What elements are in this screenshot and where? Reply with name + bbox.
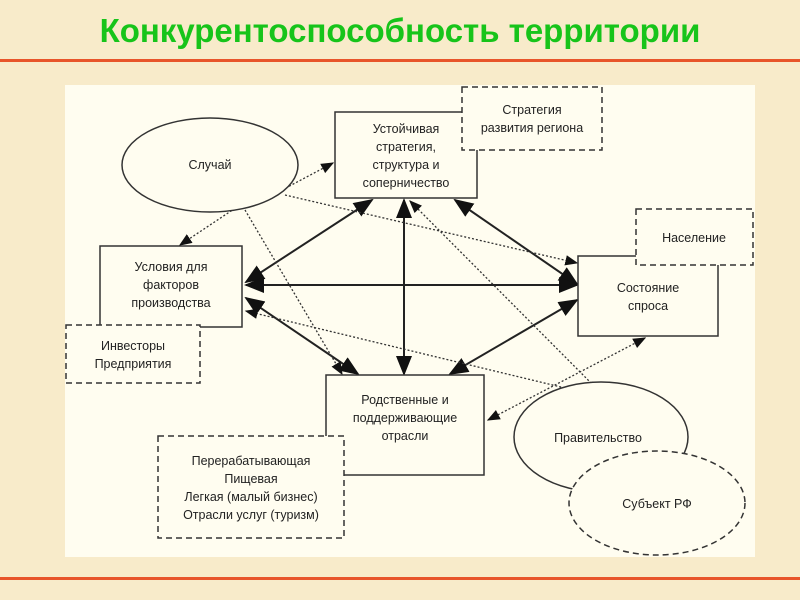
- industries-label-4: Отрасли услуг (туризм): [183, 508, 319, 522]
- strategy-label-3: структура и: [373, 158, 440, 172]
- node-factors: [99, 245, 243, 328]
- strategy-label-2: стратегия,: [376, 140, 436, 154]
- subject-label: Субъект РФ: [622, 497, 691, 511]
- dotted-chance-related: [244, 209, 343, 376]
- factors-label-3: производства: [131, 296, 210, 310]
- node-investors: [65, 324, 201, 384]
- dotted-demand-related: [486, 337, 647, 421]
- dotted-government-strategy: [409, 200, 601, 393]
- node-region-strategy: [461, 86, 603, 151]
- related-label-3: отрасли: [382, 429, 429, 443]
- related-label-1: Родственные и: [361, 393, 448, 407]
- factors-label-2: факторов: [143, 278, 199, 292]
- node-strategy: [334, 111, 478, 199]
- population-label: Население: [662, 231, 726, 245]
- arrow-related-demand: [448, 298, 579, 376]
- related-label-2: поддерживающие: [353, 411, 457, 425]
- region-strategy-label-2: развития региона: [481, 121, 583, 135]
- page-title: Конкурентоспособность территории: [99, 12, 701, 49]
- dotted-chance-demand: [284, 194, 579, 266]
- investors-label-1: Инвесторы: [101, 339, 165, 353]
- arrow-strategy-demand: [453, 198, 579, 286]
- arrow-factors-related: [244, 296, 360, 376]
- strategy-label-1: Устойчивая: [373, 122, 440, 136]
- region-strategy-label-1: Стратегия: [502, 103, 561, 117]
- demand-label-1: Состояние: [617, 281, 679, 295]
- node-chance: [121, 117, 299, 213]
- node-population: [635, 208, 754, 266]
- factors-label-1: Условия для: [135, 260, 208, 274]
- dotted-government-factors: [244, 308, 566, 389]
- footer-divider: [0, 577, 800, 580]
- node-industries: [157, 435, 345, 539]
- node-subject: [568, 450, 746, 556]
- dotted-chance-strategy: [281, 162, 335, 191]
- industries-label-2: Пищевая: [224, 472, 277, 486]
- node-related: [325, 374, 485, 476]
- dotted-chance-factors: [178, 194, 256, 246]
- industries-label-1: Перерабатывающая: [192, 454, 311, 468]
- node-demand: [577, 255, 719, 337]
- demand-label-2: спроса: [628, 299, 668, 313]
- title-divider: [0, 59, 800, 62]
- strategy-label-4: соперничество: [363, 176, 450, 190]
- investors-label-2: Предприятия: [95, 357, 172, 371]
- chance-label: Случай: [188, 158, 231, 172]
- industries-label-3: Легкая (малый бизнес): [184, 490, 317, 504]
- arrow-strategy-factors: [244, 198, 374, 284]
- government-label: Правительство: [554, 431, 642, 445]
